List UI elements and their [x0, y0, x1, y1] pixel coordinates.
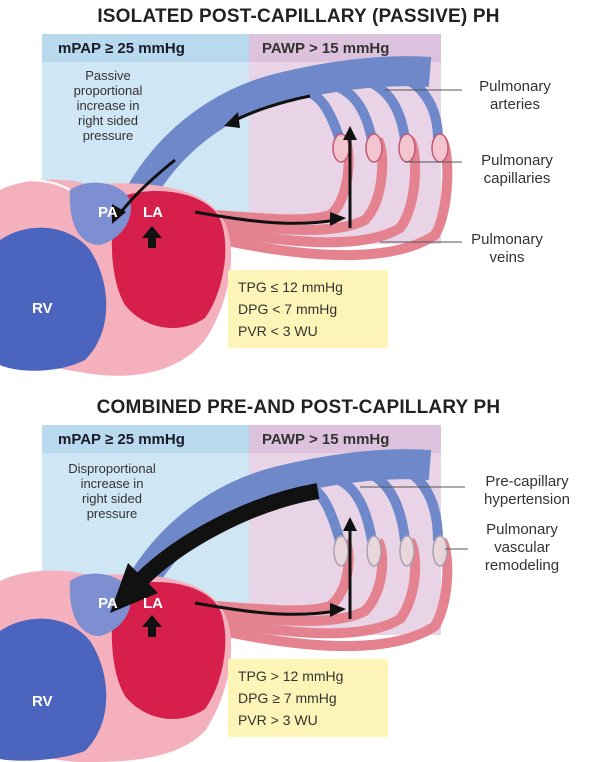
pawp-threshold: PAWP > 15 mmHg: [262, 431, 389, 448]
la-label: LA: [143, 204, 163, 221]
hemodynamic-metrics: TPG > 12 mmHg DPG ≥ 7 mmHg PVR > 3 WU: [228, 659, 388, 737]
rv-label: RV: [32, 300, 53, 317]
label-line: arteries: [460, 96, 570, 114]
rv-label: RV: [32, 693, 53, 710]
note-line: Disproportional: [52, 461, 172, 476]
tpg-value: TPG ≤ 12 mmHg: [238, 276, 378, 298]
pvr-value: PVR > 3 WU: [238, 709, 378, 731]
label-line: capillaries: [462, 170, 572, 188]
label-line: Pulmonary: [460, 78, 570, 96]
pulmonary-capillaries-label: Pulmonary capillaries: [462, 152, 572, 188]
label-line: vascular: [462, 539, 582, 557]
mpap-threshold: mPAP ≥ 25 mmHg: [58, 40, 185, 57]
label-line: Pulmonary: [462, 152, 572, 170]
combined-pre-post-panel: COMBINED PRE-AND POST-CAPILLARY PH: [0, 381, 597, 762]
disproportional-note: Disproportional increase in right sided …: [52, 461, 172, 521]
label-line: hypertension: [462, 491, 592, 509]
tpg-value: TPG > 12 mmHg: [238, 665, 378, 687]
pa-label: PA: [98, 204, 118, 221]
note-line: proportional: [52, 83, 164, 98]
pulmonary-arteries-label: Pulmonary arteries: [460, 78, 570, 114]
pa-label: PA: [98, 595, 118, 612]
note-line: right sided: [52, 113, 164, 128]
label-line: Pulmonary: [462, 231, 552, 249]
label-line: veins: [462, 249, 552, 267]
hemodynamic-metrics: TPG ≤ 12 mmHg DPG < 7 mmHg PVR < 3 WU: [228, 270, 388, 348]
passive-note: Passive proportional increase in right s…: [52, 68, 164, 143]
note-line: increase in: [52, 98, 164, 113]
note-line: increase in: [52, 476, 172, 491]
pulmonary-veins-label: Pulmonary veins: [462, 231, 552, 267]
mpap-threshold: mPAP ≥ 25 mmHg: [58, 431, 185, 448]
label-line: Pre-capillary: [462, 473, 592, 491]
note-line: pressure: [52, 128, 164, 143]
isolated-postcap-panel: ISOLATED POST-CAPILLARY (PASSIVE) PH: [0, 0, 597, 380]
precapillary-hypertension-label: Pre-capillary hypertension: [462, 473, 592, 509]
note-line: right sided: [52, 491, 172, 506]
note-line: pressure: [52, 506, 172, 521]
pawp-threshold: PAWP > 15 mmHg: [262, 40, 389, 57]
label-line: remodeling: [462, 557, 582, 575]
note-line: Passive: [52, 68, 164, 83]
la-label: LA: [143, 595, 163, 612]
label-line: Pulmonary: [462, 521, 582, 539]
dpg-value: DPG < 7 mmHg: [238, 298, 378, 320]
vascular-remodeling-label: Pulmonary vascular remodeling: [462, 521, 582, 575]
pvr-value: PVR < 3 WU: [238, 320, 378, 342]
dpg-value: DPG ≥ 7 mmHg: [238, 687, 378, 709]
